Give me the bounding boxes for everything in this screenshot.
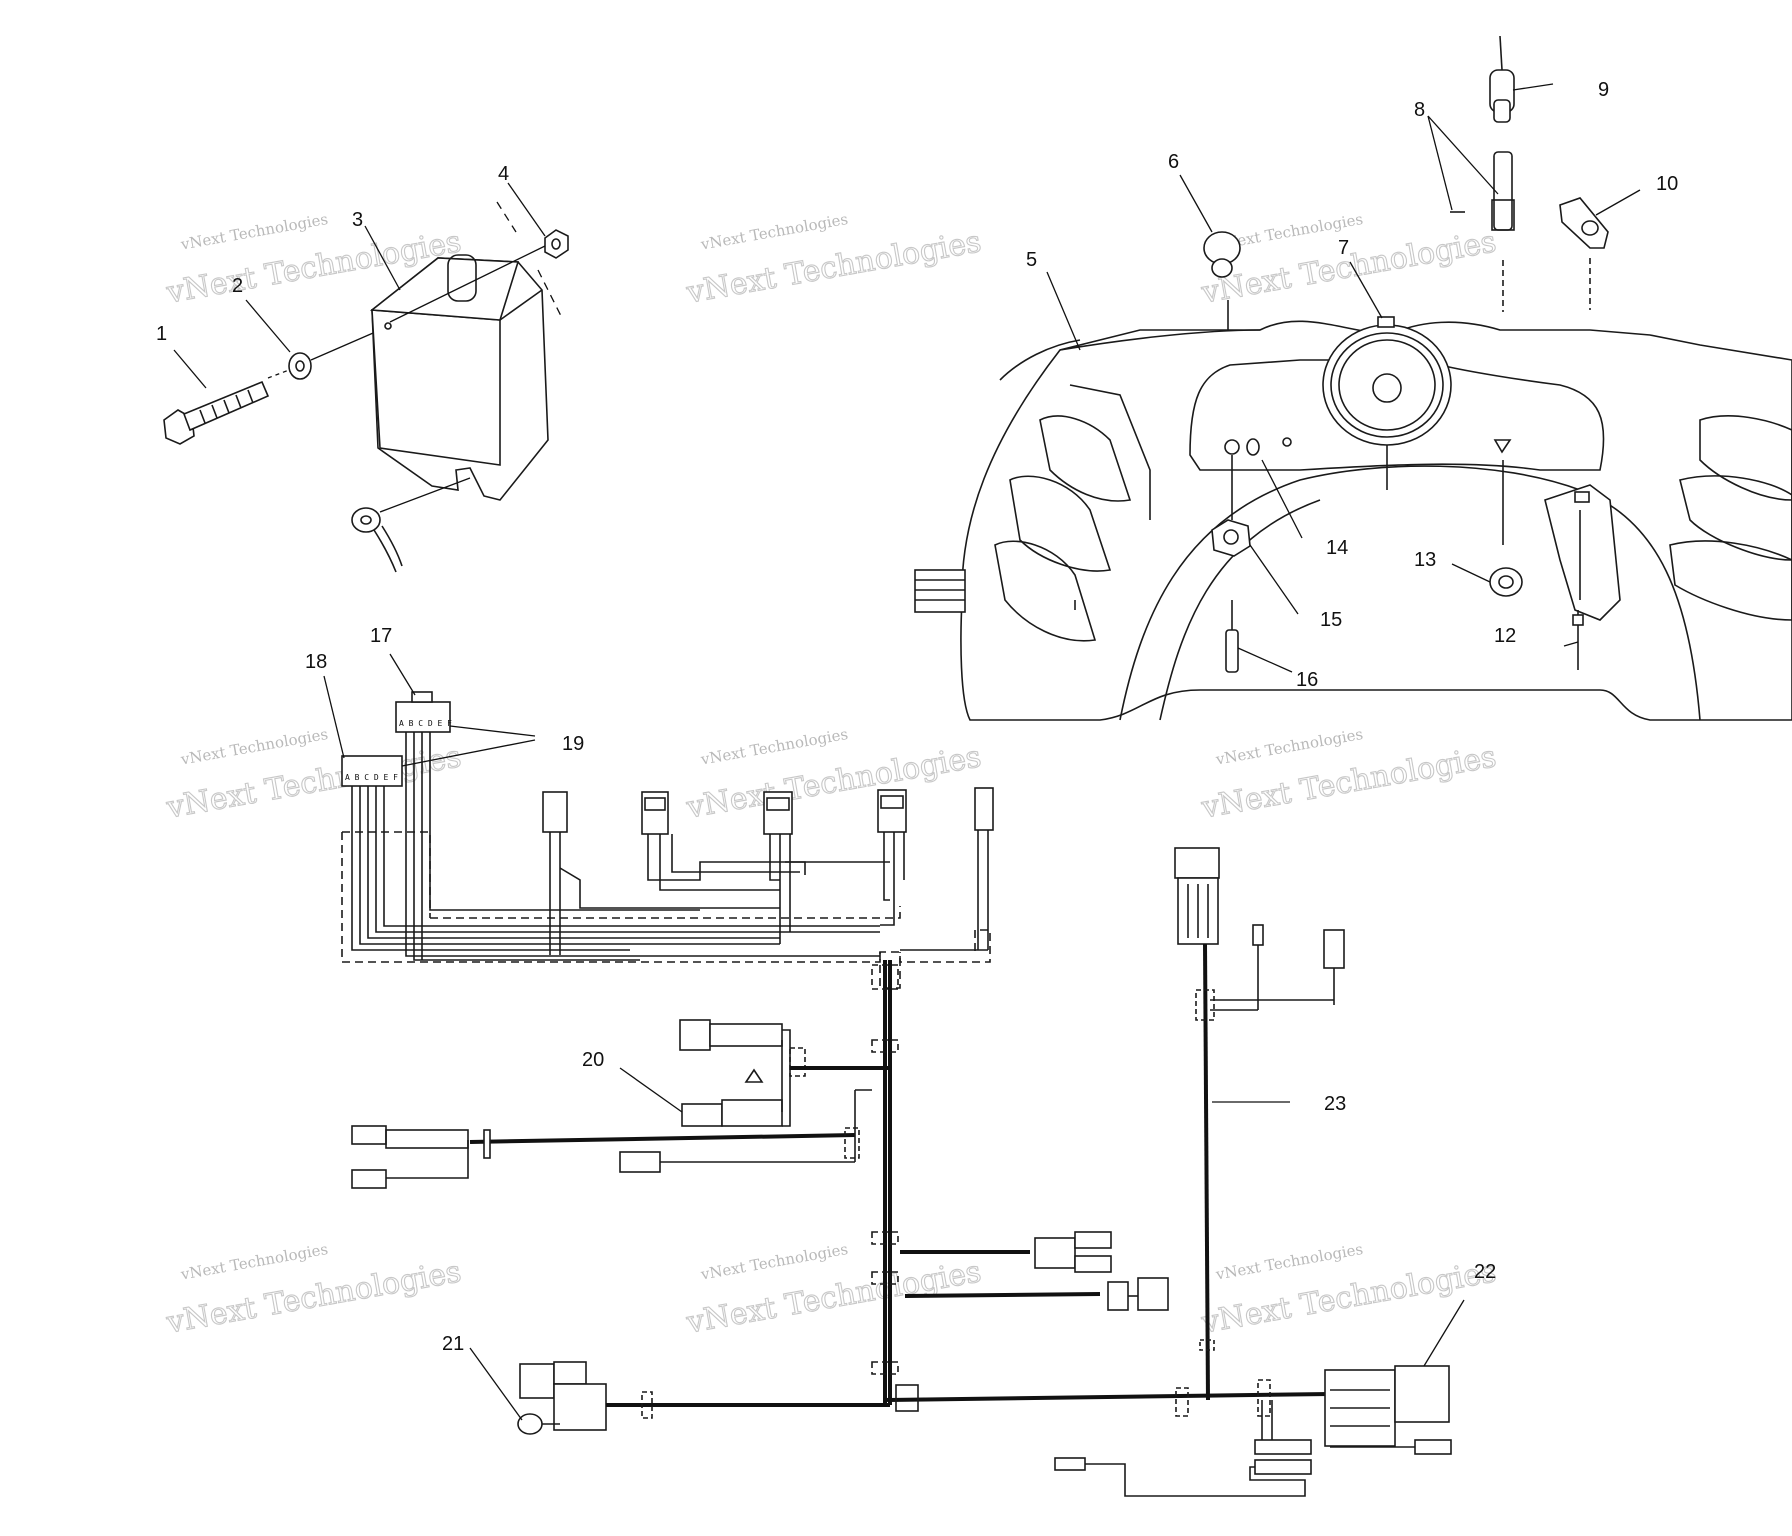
callout-number-16: 16 [1296,669,1318,691]
watermark-text: vNext Technologies [1214,725,1365,769]
connector-bundle-part-20 [679,1019,885,1127]
callout-number-5: 5 [1026,249,1037,271]
clip-part-12 [1572,610,1584,670]
toggle-switch-part-6 [1203,231,1241,330]
watermark-tile-8: vNext Technologies vNext Technologies [683,1240,985,1341]
pilot-lamp-part-9 [1489,35,1515,123]
mid-harness-connectors [1034,1231,1169,1311]
watermark-text: vNext Technologies [699,725,850,769]
washer-part-2 [267,329,381,380]
watermark-text: vNext Technologies [179,210,330,254]
cdi-box-part-3 [369,254,549,501]
harness-branch-part-23 [1174,847,1345,1401]
callout-number-9: 9 [1598,79,1609,101]
callout-number-21: 21 [442,1333,464,1355]
upper-harness-wires [351,725,880,961]
callout-number-19: 19 [562,733,584,755]
callout-number-14: 14 [1326,537,1348,559]
callout-number-8: 8 [1414,99,1425,121]
lamp-socket-part-8 [1450,151,1515,312]
connector-part-17: A B C D E F [395,691,452,733]
connector-part-21 [517,1361,653,1435]
callout-number-17: 17 [370,625,392,647]
main-wire-harness [469,960,1331,1412]
left-vent-slots [994,384,1151,642]
bolt-part-1 [163,380,270,445]
watermark-tile-6: vNext Technologies vNext Technologies [1198,725,1500,826]
connector-part-22 [1054,1365,1452,1497]
connector-pin-label: A B C D E F [399,719,452,728]
callout-number-13: 13 [1414,549,1436,571]
callout-number-18: 18 [305,651,327,673]
connector-pin-label: A B C D E F [345,773,398,782]
callout-number-15: 15 [1320,609,1342,631]
callout-number-3: 3 [352,209,363,231]
callout-number-22: 22 [1474,1261,1496,1283]
upper-harness-connectors [542,787,994,955]
watermark-text: vNext Technologies [699,210,850,254]
callout-number-20: 20 [582,1049,604,1071]
pin-part-16 [1225,600,1239,673]
console-side-bracket [914,569,966,613]
bracket-part-10 [1559,197,1609,310]
callout-number-6: 6 [1168,151,1179,173]
watermark-text: vNext Technologies [179,1240,330,1284]
watermark-tile-2: vNext Technologies vNext Technologies [683,210,985,311]
watermark-tile-5: vNext Technologies vNext Technologies [683,725,985,826]
nut-part-4 [389,201,569,323]
ground-ring-terminal [351,477,471,573]
speedometer-part-7 [1322,316,1452,490]
callout-number-7: 7 [1338,237,1349,259]
grommet-part-13 [1489,460,1523,597]
watermark-tile-7: vNext Technologies vNext Technologies [163,1240,465,1341]
console-assembly-part-5 [914,316,1792,721]
callout-number-2: 2 [232,275,243,297]
cdi-box-assembly [163,201,569,573]
watermark-tile-9: vNext Technologies vNext Technologies [1198,1240,1500,1341]
callout-number-12: 12 [1494,625,1516,647]
watermark-text: vNext Technologies [179,725,330,769]
left-harness-connectors [351,1125,860,1189]
callout-numbers: 1 2 3 4 5 6 7 8 9 10 11 12 13 14 15 16 1… [156,79,1678,1355]
callout-number-1: 1 [156,323,167,345]
watermark-text: vNext Technologies [699,1240,850,1284]
connector-part-18: A B C D E F [341,755,403,787]
callout-number-4: 4 [498,163,509,185]
watermark-text: vNext Technologies [1214,1240,1365,1284]
callout-number-23: 23 [1324,1093,1346,1115]
callout-number-10: 10 [1656,173,1678,195]
callout-leader-lines [173,83,1641,1421]
